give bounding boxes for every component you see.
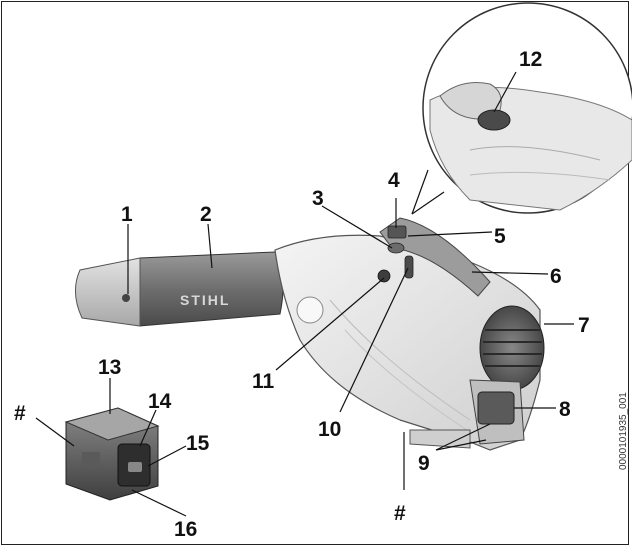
callout-14: 14 [148,390,172,413]
battery-release [477,391,515,425]
battery-pack [64,407,160,501]
handle [377,217,491,297]
control-lever [387,225,407,239]
trigger [404,255,414,279]
detail-magnifier [411,2,632,215]
nozzle-screw [122,294,130,302]
callout-1: 1 [121,203,133,226]
callout-4: 4 [388,169,400,192]
callout-6: 6 [550,265,562,288]
lock-button [377,269,391,283]
callout-5: 5 [494,225,506,248]
callout-7: 7 [578,314,590,337]
callout-12: 12 [519,48,542,71]
brand-logo-text: STIHL [180,292,230,308]
switch-button [387,242,405,254]
leader-lines [35,71,574,517]
callout-15: 15 [186,432,210,455]
document-code: 0000101935_001 [618,392,629,470]
callout-13: 13 [98,356,121,379]
brand-badge [296,296,324,324]
battery-compartment [409,379,525,449]
callout-labels: 1 2 3 4 5 6 7 8 9 10 11 12 13 14 15 16 #… [14,48,590,541]
callout-2: 2 [200,203,212,226]
nozzle [75,257,141,327]
air-intake-grille [479,305,545,391]
callout-hash-battery: # [14,402,26,425]
callout-11: 11 [252,370,275,393]
callout-3: 3 [312,187,324,210]
detail-button-12 [477,109,511,131]
battery-label [82,452,100,466]
callout-9: 9 [418,452,430,475]
callout-hash-base: # [394,502,406,525]
callout-10: 10 [318,418,341,441]
callout-8: 8 [559,398,571,421]
battery-button [128,462,142,472]
callout-16: 16 [174,518,197,541]
